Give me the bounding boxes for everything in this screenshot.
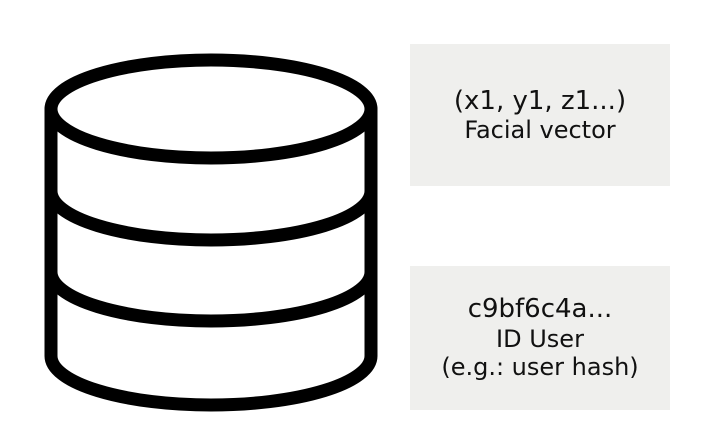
facial-vector-card: (x1, y1, z1...) Facial vector — [410, 44, 670, 186]
user-id-card: c9bf6c4a... ID User (e.g.: user hash) — [410, 266, 670, 410]
database-top-ellipse — [44, 53, 378, 165]
database-band-upper — [44, 184, 378, 247]
user-id-note: (e.g.: user hash) — [441, 353, 639, 382]
user-id-label: ID User — [496, 325, 584, 354]
user-id-value: c9bf6c4a... — [467, 294, 613, 325]
database-body-outline — [44, 102, 378, 412]
facial-vector-label: Facial vector — [464, 116, 616, 145]
facial-vector-value: (x1, y1, z1...) — [453, 85, 627, 116]
database-band-lower — [44, 265, 378, 328]
